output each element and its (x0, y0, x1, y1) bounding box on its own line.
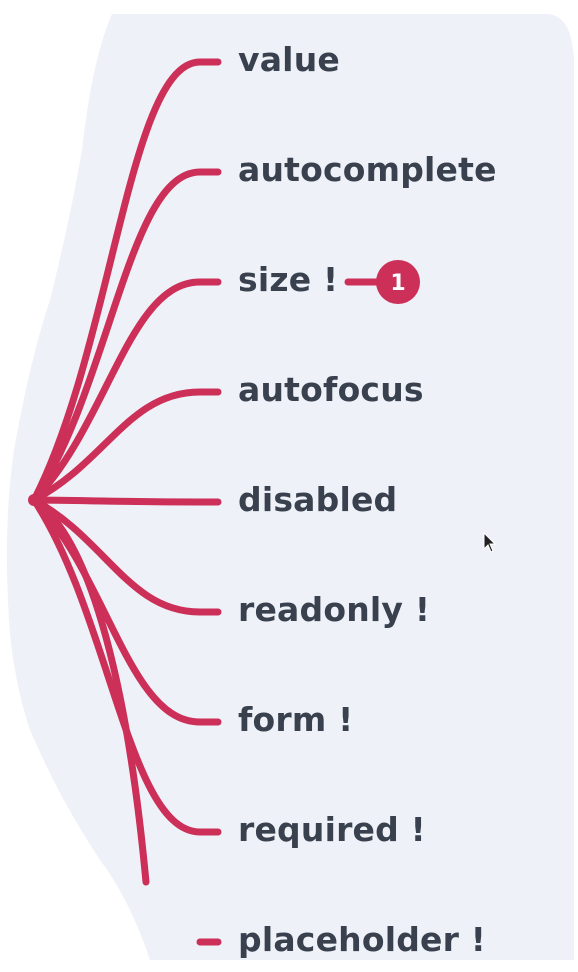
branch-line (30, 58, 222, 504)
node-label[interactable]: readonly ! (238, 590, 431, 629)
mindmap-background-blob (6, 14, 575, 960)
mouse-pointer-icon (483, 532, 497, 553)
node-label[interactable]: value (238, 40, 340, 79)
branch-line (30, 496, 222, 616)
branch-line (30, 168, 222, 504)
node-label[interactable]: autofocus (238, 370, 424, 409)
root-node (28, 494, 40, 506)
node-label[interactable]: form ! (238, 700, 354, 739)
mindmap-badges: 1 (344, 260, 420, 304)
node-label[interactable]: size ! (238, 260, 339, 299)
collapsed-count-badge[interactable] (376, 260, 420, 304)
branch-line (30, 278, 222, 504)
branch-line (30, 388, 222, 504)
node-label[interactable]: placeholder ! (238, 920, 487, 959)
mindmap-branches (28, 58, 222, 946)
badge-count-text: 1 (390, 271, 405, 296)
node-label[interactable]: required ! (238, 810, 426, 849)
node-label[interactable]: autocomplete (238, 150, 497, 189)
branch-line (30, 496, 150, 886)
node-label[interactable]: disabled (238, 480, 398, 519)
branch-line (30, 496, 222, 506)
